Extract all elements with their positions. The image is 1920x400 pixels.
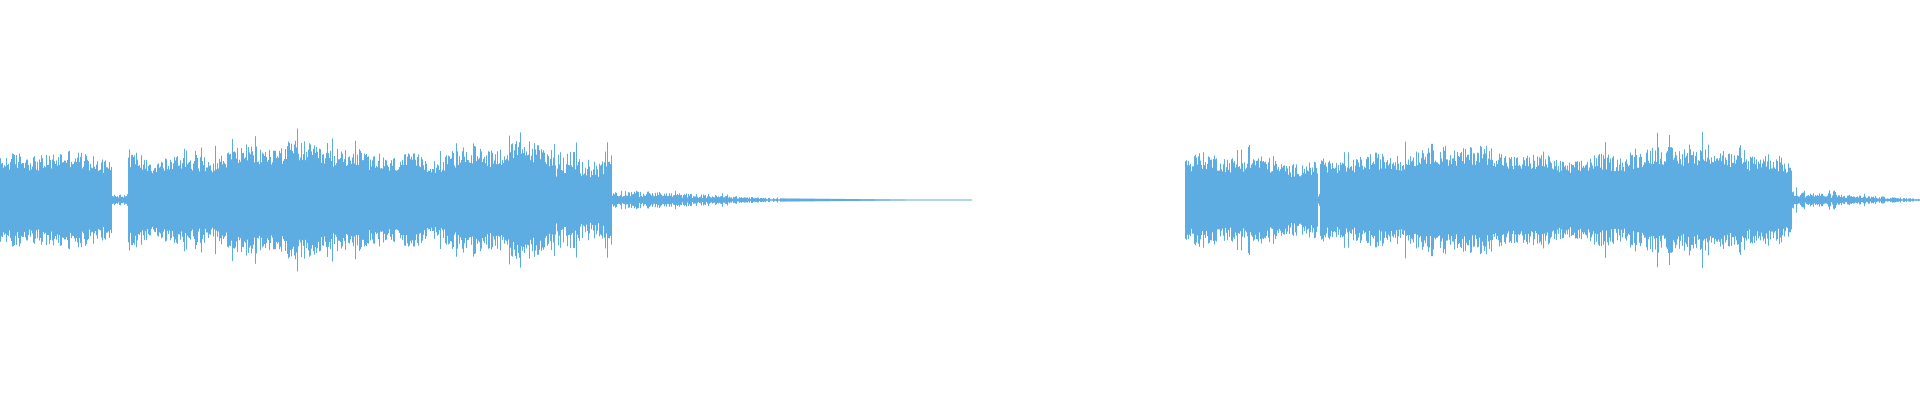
clip-1-waveform-path	[0, 128, 972, 272]
clip-2-waveform-path	[1185, 131, 1920, 269]
audio-clip-1[interactable]	[0, 128, 972, 272]
audio-clip-2[interactable]	[1185, 131, 1920, 269]
